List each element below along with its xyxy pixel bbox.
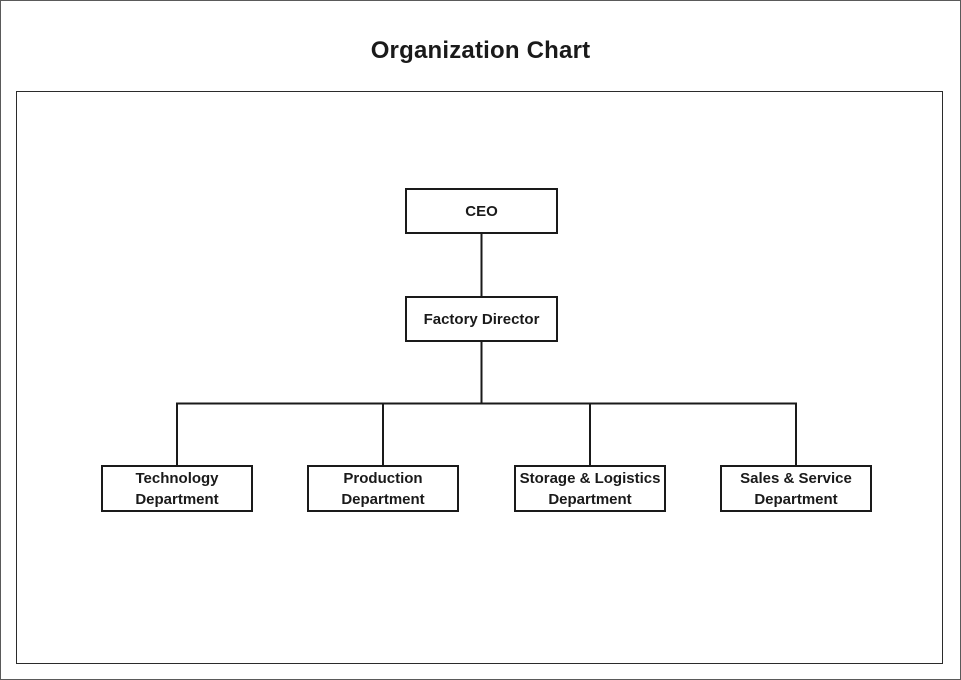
chart-frame — [16, 91, 943, 664]
node-ceo: CEO — [405, 188, 558, 234]
node-production-department: Production Department — [307, 465, 459, 512]
page-title: Organization Chart — [370, 37, 591, 64]
node-storage-logistics-department: Storage & Logistics Department — [514, 465, 666, 512]
node-sales-service-department: Sales & Service Department — [720, 465, 872, 512]
node-technology-department: Technology Department — [101, 465, 253, 512]
node-factory-director: Factory Director — [405, 296, 558, 342]
